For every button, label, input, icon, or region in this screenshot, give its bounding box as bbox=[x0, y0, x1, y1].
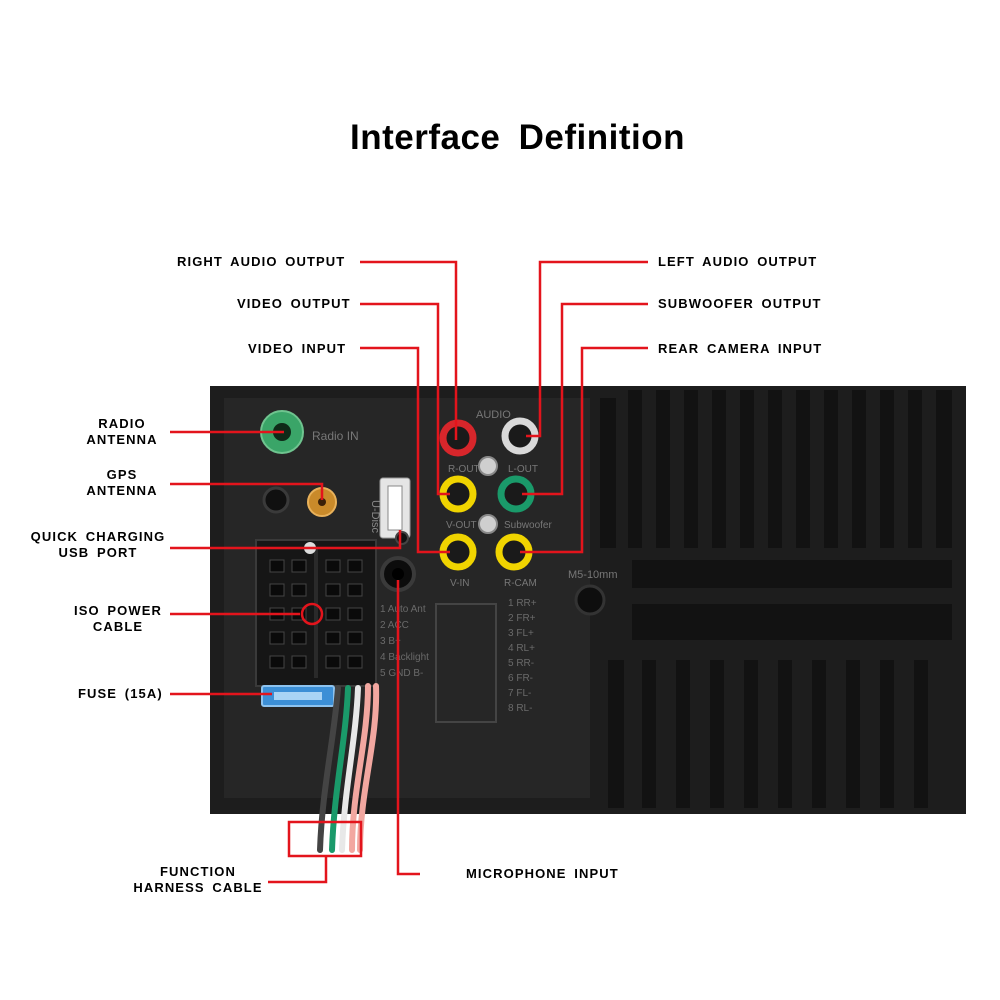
v-out-print: V-OUT bbox=[446, 520, 477, 531]
leader-lines bbox=[170, 260, 648, 884]
gps-antenna-pin bbox=[318, 498, 326, 506]
v-in-print: V-IN bbox=[450, 578, 469, 589]
label-right-audio-output: RIGHT AUDIO OUTPUT bbox=[177, 254, 346, 269]
pin-legend-right: 1 RR+ 2 FR+ 3 FL+ 4 RL+ 5 RR- 6 FR- 7 FL… bbox=[508, 598, 537, 714]
svg-text:2 FR+: 2 FR+ bbox=[508, 613, 536, 624]
gps-aux-jack bbox=[262, 486, 290, 514]
label-microphone-input: MICROPHONE INPUT bbox=[466, 866, 619, 881]
label-fuse: FUSE (15A) bbox=[78, 686, 163, 701]
r-out-print: R-OUT bbox=[448, 464, 480, 475]
label-rear-camera-input: REAR CAMERA INPUT bbox=[658, 341, 823, 356]
label-subwoofer-output: SUBWOOFER OUTPUT bbox=[658, 296, 822, 311]
harness-highlight-box bbox=[287, 820, 363, 858]
rca-right-audio-out bbox=[439, 419, 477, 457]
svg-text:5 GND B-: 5 GND B- bbox=[380, 668, 423, 679]
label-gps-antenna: GPS ANTENNA bbox=[86, 467, 158, 498]
svg-text:1 RR+: 1 RR+ bbox=[508, 598, 537, 609]
label-video-output: VIDEO OUTPUT bbox=[237, 296, 351, 311]
svg-text:6 FR-: 6 FR- bbox=[508, 673, 533, 684]
label-video-input: VIDEO INPUT bbox=[248, 341, 347, 356]
label-radio-antenna: RADIO ANTENNA bbox=[86, 416, 158, 447]
heatsink-fins bbox=[600, 390, 952, 808]
subwoofer-print: Subwoofer bbox=[504, 520, 552, 531]
pin-diagram bbox=[435, 603, 497, 723]
label-function-harness-cable: FUNCTION HARNESS CABLE bbox=[133, 864, 263, 895]
svg-text:8 RL-: 8 RL- bbox=[508, 703, 532, 714]
svg-text:7 FL-: 7 FL- bbox=[508, 688, 531, 699]
audio-print: AUDIO bbox=[476, 409, 511, 421]
svg-text:3 B+: 3 B+ bbox=[380, 636, 401, 647]
svg-text:3 FL+: 3 FL+ bbox=[508, 628, 534, 639]
l-out-print: L-OUT bbox=[508, 464, 538, 475]
pin-legend-left: 1 Auto Ant 2 ACC 3 B+ 4 Backlight 5 GND … bbox=[380, 604, 429, 679]
radio-in-print: Radio IN bbox=[312, 429, 359, 443]
svg-text:1 Auto Ant: 1 Auto Ant bbox=[380, 604, 426, 615]
svg-text:4 RL+: 4 RL+ bbox=[508, 643, 535, 654]
iso-connector-pins bbox=[269, 559, 363, 669]
svg-text:2 ACC: 2 ACC bbox=[380, 620, 409, 631]
label-quick-charging-usb-port: QUICK CHARGING USB PORT bbox=[30, 529, 166, 560]
usb-port-slot bbox=[387, 485, 403, 531]
screw-print: M5-10mm bbox=[568, 569, 618, 581]
page-title: Interface Definition bbox=[350, 118, 685, 157]
svg-text:5 RR-: 5 RR- bbox=[508, 658, 534, 669]
iso-highlight-circle bbox=[300, 602, 324, 626]
label-left-audio-output: LEFT AUDIO OUTPUT bbox=[658, 254, 818, 269]
svg-text:4 Backlight: 4 Backlight bbox=[380, 652, 429, 663]
usb-print: U-Disc bbox=[369, 500, 381, 533]
screw-hole bbox=[574, 584, 606, 616]
label-iso-power-cable: ISO POWER CABLE bbox=[73, 603, 163, 634]
r-cam-print: R-CAM bbox=[504, 578, 537, 589]
